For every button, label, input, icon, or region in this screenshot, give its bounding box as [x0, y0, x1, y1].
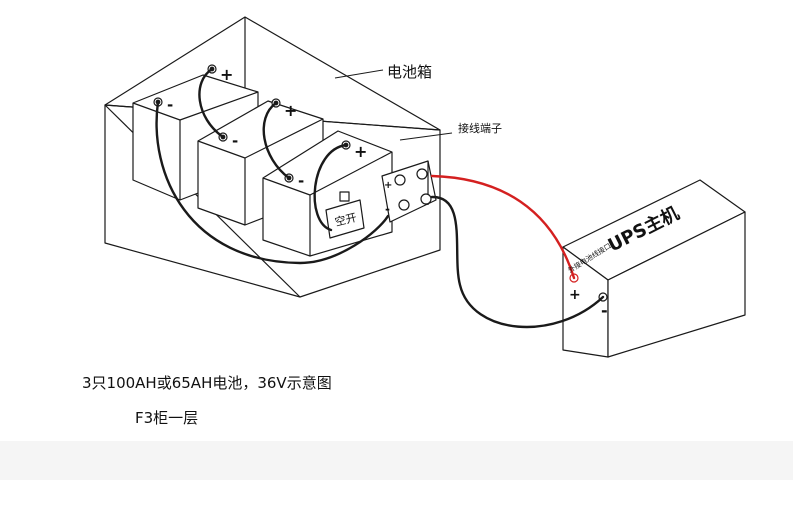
- terminal-positive-sign: +: [384, 180, 392, 191]
- ups-host: [562, 179, 746, 358]
- battery-ups-wiring-diagram: 电池箱 接线端子 空开 UPS主机 外接电池线接口 - + - + - + + …: [104, 16, 746, 358]
- positive-wires: [430, 174, 576, 280]
- ups-negative-sign: -: [601, 301, 608, 320]
- battery-box-label: 电池箱: [387, 63, 432, 81]
- battery-2-negative-sign: -: [232, 132, 238, 150]
- battery-2-positive-sign: +: [284, 101, 297, 120]
- battery-3-negative-sign: -: [298, 172, 304, 190]
- terminal-negative-sign: -: [385, 202, 390, 216]
- breaker-label: 空开: [333, 210, 358, 229]
- battery-1-negative-sign: -: [167, 96, 173, 114]
- diagram-caption: 3只100AH或65AH电池，36V示意图: [82, 374, 332, 392]
- terminal-block: [381, 160, 437, 223]
- battery-3-positive-sign: +: [354, 142, 367, 161]
- terminal-block-label: 接线端子: [458, 121, 502, 135]
- ups-positive-sign: +: [569, 287, 581, 303]
- battery-1-positive-sign: +: [220, 65, 233, 84]
- cabinet-level-caption: F3柜一层: [135, 409, 199, 427]
- footer-band: [0, 441, 793, 480]
- negative-wires: [155, 67, 605, 329]
